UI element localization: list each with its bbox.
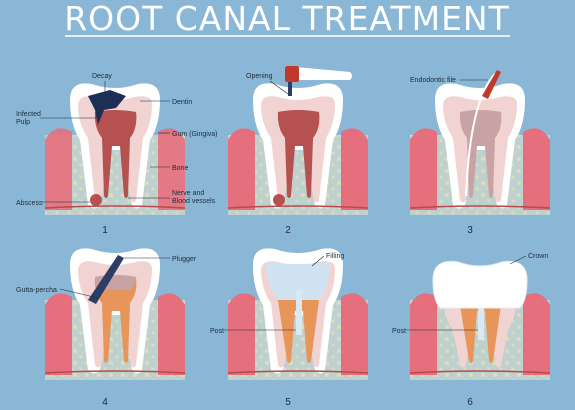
endodontic-file: [465, 73, 496, 197]
label-plugger: Plugger: [172, 256, 197, 263]
title: ROOT CANAL TREATMENT: [64, 0, 510, 38]
gutta-percha: [94, 275, 137, 363]
plugger: [88, 255, 124, 304]
post: [296, 290, 302, 335]
label-crown: Crown: [528, 253, 548, 260]
infected-pulp: [94, 110, 137, 198]
decay: [88, 90, 126, 125]
infected-pulp: [277, 110, 320, 198]
step-number-4: 4: [102, 397, 108, 408]
step-number-3: 3: [467, 225, 473, 236]
step-3-panel: Endodontic file 3: [409, 70, 551, 236]
post: [478, 300, 484, 340]
step-number-6: 6: [467, 397, 473, 408]
label-abscess: Abscess: [16, 200, 43, 207]
abscess: [273, 194, 285, 206]
step-6-panel: Crown Post 6: [392, 253, 551, 408]
gutta-percha: [278, 300, 319, 363]
label-decay: Decay: [92, 73, 112, 80]
step-number-2: 2: [285, 225, 291, 236]
gum: [45, 293, 72, 375]
label-opening: Opening: [246, 73, 273, 80]
file-handle: [482, 70, 501, 99]
gutta-percha: [460, 305, 501, 363]
drill-handpiece: [285, 66, 352, 80]
label-endodontic-file: Endodontic file: [410, 77, 456, 84]
abscess: [90, 194, 102, 206]
drill-bit: [288, 82, 292, 96]
label-gutta-percha: Gutta-percha: [16, 287, 57, 294]
step-number-5: 5: [285, 397, 291, 408]
gum: [410, 128, 437, 210]
step-5-panel: Filling Post 5: [210, 248, 369, 408]
step-number-1: 1: [102, 225, 108, 236]
gum: [228, 293, 255, 375]
filling: [266, 262, 330, 300]
label-post-5: Post: [210, 328, 224, 335]
label-filling: Filling: [326, 253, 344, 260]
nerve-line: [44, 205, 186, 209]
step-4-panel: Plugger Gutta-percha 4: [16, 248, 197, 408]
crown: [432, 260, 528, 309]
gum: [410, 293, 437, 375]
label-bone: Bone: [172, 165, 188, 172]
gum: [228, 128, 255, 210]
step-2-panel: Opening 2: [227, 66, 369, 236]
gum: [45, 128, 72, 210]
cleaned-pulp: [459, 110, 502, 198]
label-post-6: Post: [392, 328, 406, 335]
label-gum: Gum (Gingiva): [172, 131, 218, 138]
label-dentin: Dentin: [172, 99, 192, 106]
